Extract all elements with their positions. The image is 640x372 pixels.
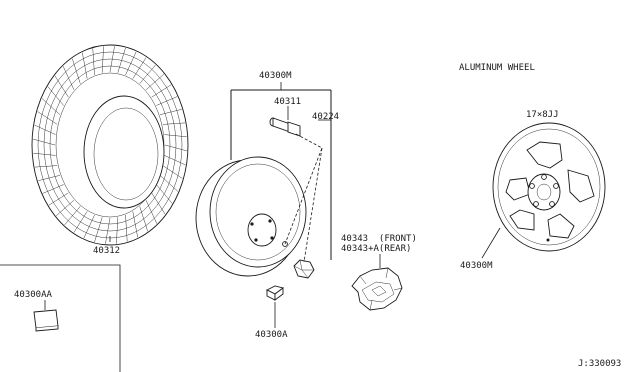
tire-tread-line bbox=[38, 175, 61, 181]
tire-tread-line bbox=[37, 111, 58, 125]
tire-tread-line bbox=[82, 52, 88, 79]
tire-tread-line bbox=[145, 200, 158, 224]
tire-part-number: 40312 bbox=[93, 246, 120, 256]
weight-kit-illustration[interactable] bbox=[33, 309, 59, 332]
tire-tread-line bbox=[34, 124, 56, 135]
tire-tread-line bbox=[145, 74, 164, 90]
tire-tread-line bbox=[156, 96, 178, 106]
weight-kit-part-number: 40300AA bbox=[14, 290, 53, 300]
balance-weight-illustration[interactable] bbox=[265, 285, 285, 301]
tire-tread-line bbox=[151, 192, 166, 215]
weight-part-number: 40300A bbox=[255, 330, 288, 340]
tire-tread-line bbox=[41, 98, 61, 115]
tire-tread-line bbox=[116, 217, 119, 244]
tire-tread-line bbox=[125, 214, 128, 242]
tire-tread-line bbox=[159, 109, 182, 115]
tire-tread-line bbox=[42, 184, 64, 194]
aluminum-wheel-part-number: 40300M bbox=[460, 261, 493, 271]
valve-part-number: 40311 bbox=[274, 97, 301, 107]
tire-tread-line bbox=[73, 211, 88, 233]
tire-tread-line bbox=[33, 138, 56, 146]
tire-tread-line bbox=[62, 66, 75, 90]
wheel-size-label: 17×8JJ bbox=[526, 110, 559, 120]
tire-tread-line bbox=[162, 165, 183, 179]
tire-tread-line bbox=[132, 211, 138, 238]
cap-front-part-number: 40343 (FRONT) bbox=[341, 234, 417, 244]
tire-tread-line bbox=[164, 155, 186, 166]
tire-tread-line bbox=[48, 192, 69, 206]
tire-tread-line bbox=[125, 51, 137, 76]
leader-lines bbox=[44, 82, 501, 328]
nut-part-number: 40224 bbox=[312, 112, 339, 122]
tire-tread-line bbox=[54, 75, 69, 98]
tire-tread-line bbox=[164, 144, 187, 152]
tire-tread-line bbox=[139, 64, 156, 84]
valve-stem-illustration[interactable] bbox=[269, 117, 301, 137]
tire-tread-line bbox=[64, 206, 81, 226]
tire-tread-line bbox=[159, 175, 179, 192]
tire-tread-line bbox=[94, 217, 103, 243]
tire-tread-line bbox=[117, 47, 126, 73]
aluminum-wheel-header: ALUMINUM WHEEL bbox=[459, 63, 535, 73]
tire-tread-line bbox=[56, 200, 75, 216]
wheel-assembly-part-number: 40300M bbox=[259, 71, 292, 81]
tire-tread-line bbox=[156, 184, 173, 204]
tire-tread-line bbox=[72, 58, 81, 84]
diagram-code: J:330093 bbox=[578, 359, 621, 369]
tire-tread-line bbox=[105, 217, 111, 244]
tire-tread-line bbox=[33, 152, 56, 156]
tire-tread-line bbox=[101, 46, 104, 73]
steel-wheel-illustration[interactable] bbox=[195, 156, 307, 277]
tire-tread-line bbox=[34, 165, 58, 168]
tire-illustration[interactable] bbox=[31, 44, 189, 246]
tire-tread-line bbox=[47, 86, 64, 106]
tire-tread-line bbox=[83, 214, 95, 239]
wheel-cap-illustration[interactable] bbox=[351, 267, 403, 311]
tire-tread-line bbox=[139, 206, 148, 232]
tire-tread-line bbox=[92, 48, 95, 76]
tire-tread-line bbox=[109, 46, 115, 73]
cap-rear-part-number: 40343+A(REAR) bbox=[341, 244, 411, 254]
tire-tread-line bbox=[132, 57, 147, 79]
lug-nut-illustration[interactable] bbox=[293, 259, 315, 279]
tire-tread-line bbox=[162, 122, 186, 125]
tire-tread-line bbox=[164, 134, 187, 138]
weight-kit-box bbox=[0, 264, 121, 372]
aluminum-wheel-illustration[interactable] bbox=[492, 122, 606, 252]
tire-tread-line bbox=[151, 84, 172, 98]
